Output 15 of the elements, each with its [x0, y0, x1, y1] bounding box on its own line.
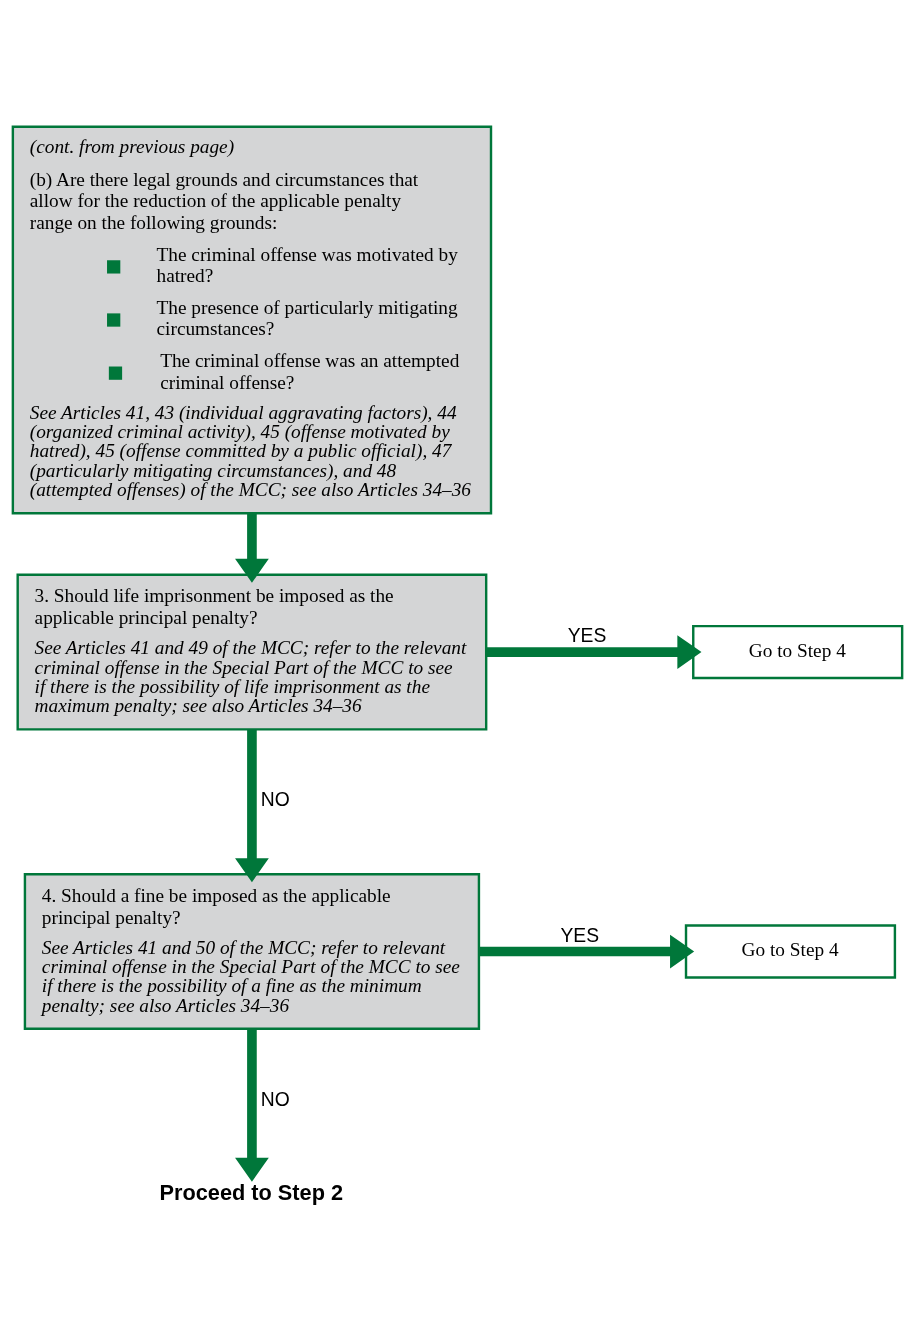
node-box: (cont. from previous page) (b) Are there legal grounds and circumstances that allow for the reduction of the applicable penalty range on the following grounds: The criminal offense was motivated by hatred? The presence of particularly mitigating circumstances? The criminal offense was an attempted criminal offense? See Articles 41, 43 (individual aggravating factors), 44 (organized criminal activity), 45 (offense motivated by hatred), 45 (offense committed by a public official), 47 (particularly mitigating circumstances), and 48 (attempted offenses) of the MCC; see also Articles 34–36 — [11, 125, 493, 514]
node-text: Proceed to Step 2 — [159, 1179, 344, 1205]
arrow — [235, 512, 269, 583]
edge-label: NO — [260, 788, 290, 810]
arrow — [479, 934, 695, 968]
node-box: Go to Step 4 — [692, 624, 904, 679]
edge-label: NO — [260, 1088, 290, 1110]
node-box: Go to Step 4 — [684, 923, 897, 979]
node-box: 3. Should life imprisonment be imposed as the applicable principal penalty? See Articles 41 and 49 of the MCC; refer to the relevant criminal offense in the Special Part of the MCC to see if there is the possibility of life imprisonment as the maximum penalty; see also Articles 34–36 — [16, 573, 488, 731]
arrow — [235, 728, 269, 882]
node-box: 4. Should a fine be imposed as the applicable principal penalty? See Articles 41 and 50 of the MCC; refer to relevant criminal offense in the Special Part of the MCC to see if there is the possibility of a fine as the minimum penalty; see also Articles 34–36 — [23, 872, 481, 1030]
arrow — [235, 1028, 269, 1182]
edge-label: YES — [560, 924, 600, 946]
edge-label: YES — [567, 624, 607, 646]
arrow — [486, 634, 702, 669]
